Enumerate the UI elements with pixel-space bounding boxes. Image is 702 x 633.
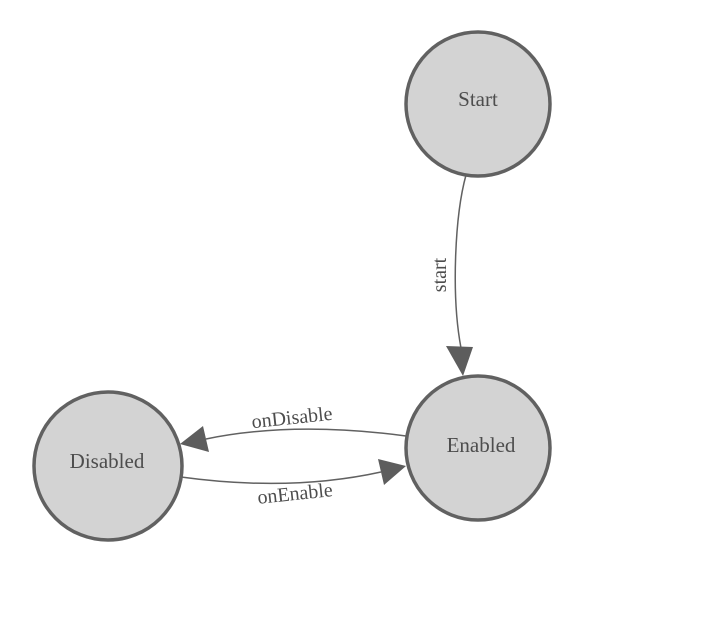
arrowhead-start-to-enabled-icon [446,346,473,376]
transition-start-to-enabled[interactable] [454,174,467,349]
transition-label-start: start [429,257,451,292]
arrowhead-enabled-to-disabled-icon [180,426,209,452]
state-node-start[interactable] [404,30,552,178]
arrowhead-disabled-to-enabled-icon [378,459,406,485]
state-node-start-label: Start [458,87,498,111]
state-node-disabled-label: Disabled [70,449,145,473]
transition-disabled-to-enabled[interactable] [180,471,382,485]
state-node-disabled[interactable] [32,390,184,542]
state-node-enabled-label: Enabled [447,433,516,457]
transition-enabled-to-disabled[interactable] [205,428,407,440]
state-node-enabled[interactable] [404,374,552,522]
